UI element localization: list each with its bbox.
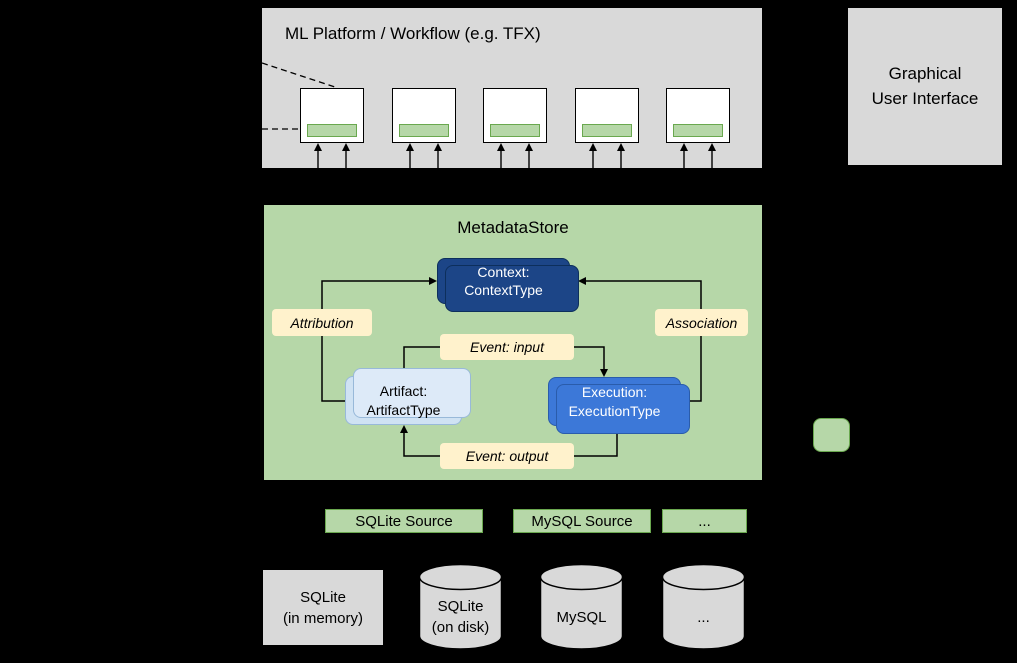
context-card: Context: ContextType <box>437 258 570 304</box>
dashed-callout-lines <box>262 62 336 130</box>
ml-platform-title: ML Platform / Workflow (e.g. TFX) <box>285 24 541 43</box>
relationship-arrowheads <box>400 277 608 433</box>
gui-box: Graphical User Interface <box>848 8 1002 165</box>
sqlite-on-disk-label: SQLite (on disk) <box>431 598 490 636</box>
association-tag: Association <box>655 309 748 336</box>
event-input-tag: Event: input <box>440 334 574 360</box>
database-cylinder-icon <box>418 563 503 650</box>
other-database-label: ... <box>697 608 710 626</box>
metadata-store-title: MetadataStore <box>457 218 569 237</box>
mlmd-client-library-bar <box>307 124 357 137</box>
component-store-arrow-shafts <box>317 150 713 168</box>
artifact-card: Artifact: ArtifactType <box>345 376 462 425</box>
sqlite-on-disk-database: SQLite (on disk) <box>418 563 503 651</box>
database-cylinder-icon <box>539 563 624 650</box>
pipeline-component-box <box>483 88 547 143</box>
metadata-store-box: MetadataStore Context: ContextType Artif… <box>264 205 762 480</box>
event-input-arrowhead <box>600 369 608 377</box>
sqlite-in-memory-box: SQLite (in memory) <box>263 570 383 645</box>
attribution-arrowhead <box>429 277 437 285</box>
execution-card: Execution: ExecutionType <box>548 377 681 426</box>
component-store-arrowheads <box>314 143 716 151</box>
association-arrowhead <box>578 277 586 285</box>
pipeline-component-box <box>575 88 639 143</box>
other-database: ... <box>661 563 746 651</box>
event-output-arrowhead <box>400 425 408 433</box>
artifact-card-label: Artifact: ArtifactType <box>366 383 441 418</box>
context-card-label: Context: ContextType <box>464 263 543 298</box>
mysql-label: MySQL <box>556 608 607 626</box>
event-output-tag: Event: output <box>440 443 574 469</box>
legend-green-swatch <box>813 418 850 452</box>
gui-label: Graphical User Interface <box>871 63 979 108</box>
platform-connector-lines <box>262 62 716 168</box>
ml-platform-box: ML Platform / Workflow (e.g. TFX) <box>262 8 762 168</box>
pipeline-component-box <box>666 88 730 143</box>
database-cylinder-icon <box>661 563 746 650</box>
mlmd-client-library-bar <box>399 124 449 137</box>
mysql-database: MySQL <box>539 563 624 651</box>
pipeline-component-box <box>300 88 364 143</box>
sqlite-in-memory-label: SQLite (in memory) <box>282 588 363 627</box>
association-line <box>586 280 702 402</box>
mlmd-client-library-bar <box>673 124 723 137</box>
pipeline-component-box <box>392 88 456 143</box>
mysql-source-label: MySQL Source <box>513 509 651 533</box>
sqlite-source-label: SQLite Source <box>325 509 483 533</box>
mlmd-client-library-bar <box>490 124 540 137</box>
attribution-line <box>321 280 430 402</box>
attribution-tag: Attribution <box>272 309 372 336</box>
mlmd-client-library-bar <box>582 124 632 137</box>
other-source-label: ... <box>662 509 747 533</box>
execution-card-label: Execution: ExecutionType <box>568 384 661 419</box>
